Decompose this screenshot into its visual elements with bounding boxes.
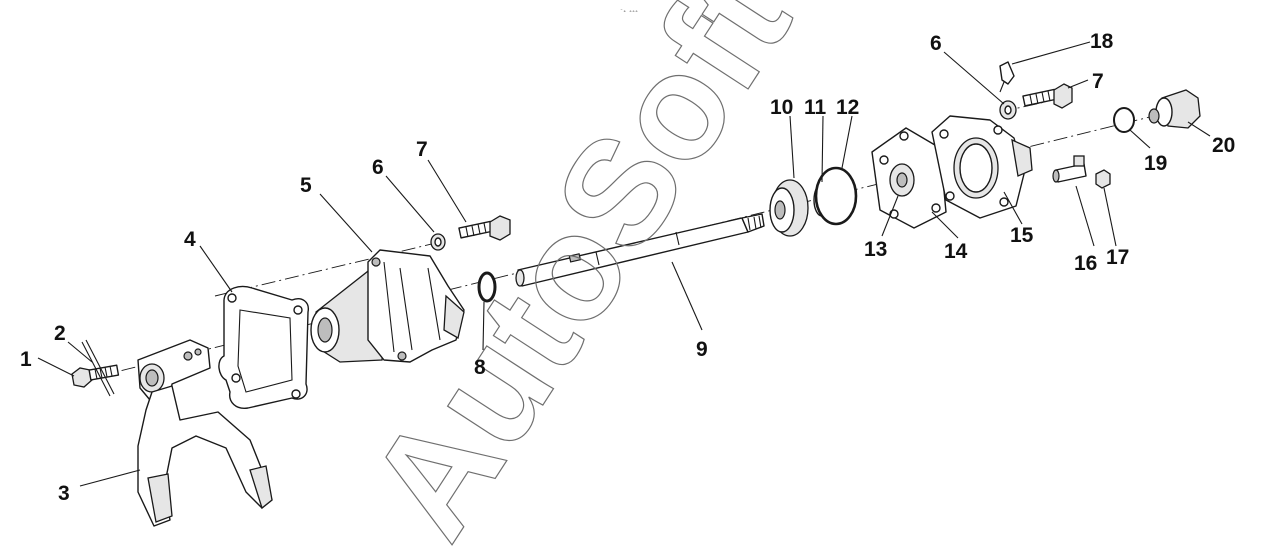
callout-10: 10 [770, 96, 793, 119]
part-16-fitting [1052, 155, 1087, 183]
part-18-pin [999, 61, 1015, 93]
callout-6-right: 6 [930, 32, 942, 55]
part-15-end-cover [931, 115, 1033, 219]
leader-lines [37, 41, 1211, 487]
part-17-plug [1095, 169, 1111, 189]
callout-5: 5 [300, 174, 312, 197]
part-3-shift-fork [137, 339, 273, 527]
callout-1: 1 [20, 348, 32, 371]
callout-labels: 1 2 3 4 5 6 7 8 9 10 11 12 13 14 15 16 1… [20, 30, 1235, 505]
callout-12: 12 [836, 96, 859, 119]
callout-20: 20 [1212, 134, 1235, 157]
part-6-washer-left [430, 233, 446, 251]
part-7-bolt-right [1022, 83, 1073, 109]
callout-11: 11 [804, 96, 827, 119]
callout-9: 9 [696, 338, 708, 361]
callout-6: 6 [372, 156, 384, 179]
callout-14: 14 [944, 240, 968, 263]
part-12-o-ring [814, 166, 858, 226]
callout-3: 3 [58, 482, 70, 505]
part-6-washer-right [999, 100, 1017, 120]
callout-13: 13 [864, 238, 887, 261]
part-4-gasket [218, 285, 309, 409]
part-20-sensor [1148, 89, 1201, 129]
callout-7: 7 [416, 138, 428, 161]
callout-19: 19 [1144, 152, 1167, 175]
part-7-bolt-left [458, 215, 511, 241]
part-10-seal [769, 179, 809, 237]
part-9-shift-shaft [515, 213, 765, 287]
callout-15: 15 [1010, 224, 1034, 247]
part-5-housing [310, 249, 465, 363]
callout-8: 8 [474, 356, 486, 379]
callout-18: 18 [1090, 30, 1114, 53]
callout-2: 2 [54, 322, 66, 345]
callout-17: 17 [1106, 246, 1129, 269]
top-mark-text: ⁻ₐ ₒₒₒ [620, 8, 638, 14]
part-13-bushing [889, 163, 915, 197]
callout-16: 16 [1074, 252, 1097, 275]
callout-4: 4 [184, 228, 196, 251]
callout-7-right: 7 [1092, 70, 1104, 93]
part-8-o-ring [477, 271, 497, 303]
part-19-o-ring [1113, 107, 1135, 133]
part-2-lock-washer [81, 339, 115, 397]
